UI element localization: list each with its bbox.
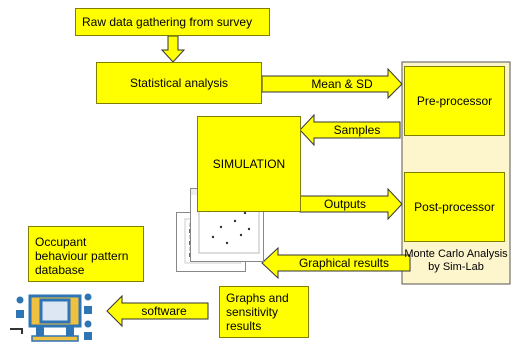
graphs-sensitivity-line1: Graphs and [226, 291, 289, 305]
graphical-results-arrow [261, 246, 411, 280]
post-processor-box: Post-processor [404, 172, 505, 242]
occupant-database-line2: behaviour pattern [35, 248, 129, 263]
monte-carlo-label-line2: by Sim-Lab [428, 261, 484, 273]
down-arrow [160, 35, 186, 63]
software-icon [10, 293, 92, 342]
statistical-analysis-label: Statistical analysis [129, 76, 229, 90]
outputs-label: Outputs [323, 197, 367, 211]
pre-processor-label: Pre-processor [416, 94, 493, 108]
outputs-arrow [299, 187, 403, 221]
post-processor-label: Post-processor [414, 200, 495, 214]
monte-carlo-label: Monte Carlo Analysis by Sim-Lab [402, 248, 510, 274]
mean-sd-arrow [261, 67, 403, 100]
graphical-results-label: Graphical results [298, 256, 390, 270]
monte-carlo-label-line1: Monte Carlo Analysis [404, 248, 508, 260]
simulation-label: SIMULATION [212, 157, 286, 171]
occupant-database-line3: database [35, 262, 85, 277]
graphs-sensitivity-line3: results [226, 319, 262, 333]
raw-data-label: Raw data gathering from survey [82, 15, 253, 29]
software-arrow [106, 294, 209, 328]
software-label: software [141, 304, 187, 318]
samples-label: Samples [333, 123, 381, 137]
raw-data-box: Raw data gathering from survey [75, 8, 270, 36]
samples-arrow [299, 113, 401, 147]
occupant-database-box: Occupant behaviour pattern database [28, 226, 144, 282]
statistical-analysis-box: Statistical analysis [96, 62, 262, 104]
mean-sd-label: Mean & SD [311, 77, 373, 91]
pre-processor-box: Pre-processor [404, 66, 505, 136]
simulation-box: SIMULATION [197, 116, 301, 212]
occupant-database-line1: Occupant [35, 234, 87, 249]
graphs-sensitivity-box: Graphs and sensitivity results [219, 286, 309, 338]
graphs-sensitivity-line2: sensitivity [226, 305, 279, 319]
